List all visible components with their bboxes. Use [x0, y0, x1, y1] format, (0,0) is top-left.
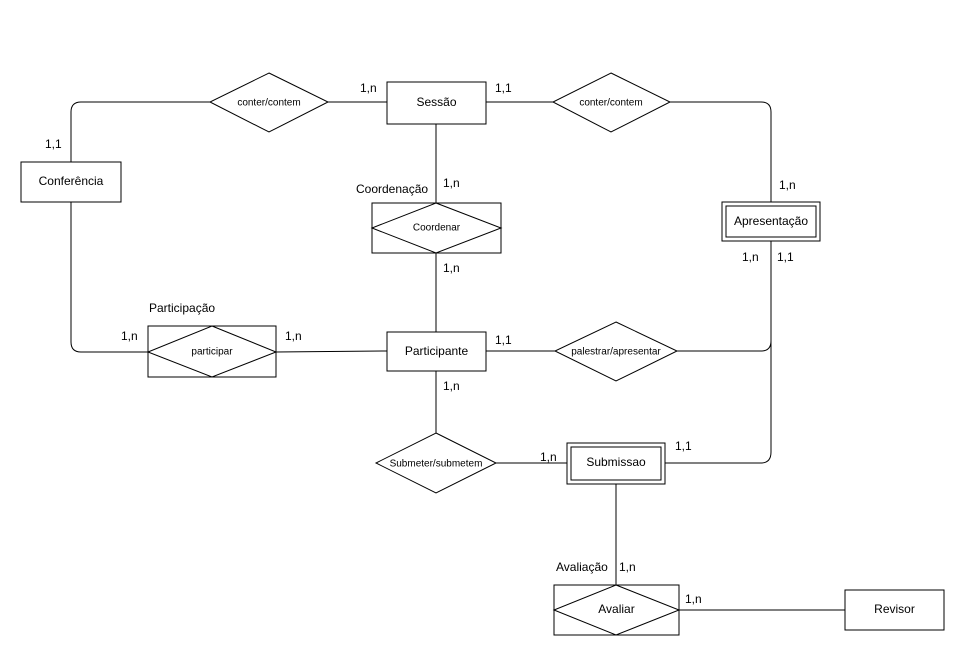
relationship-submeter-label: Submeter/submetem: [390, 459, 483, 470]
line-conferencia-participacao: [70, 202, 148, 353]
line-apresentacao-submissao: [665, 341, 772, 464]
entity-participante[interactable]: Participante: [386, 331, 487, 372]
relationship-coordenar-label: Coordenar: [413, 223, 461, 234]
cardinality-labels: 1,n 1,1 1,1 1,n 1,n 1,n 1,n 1,1 1,n 1,n …: [45, 81, 796, 606]
entity-apresentacao[interactable]: Apresentação: [721, 201, 821, 242]
line-conferencia-conter: [70, 101, 210, 162]
entity-submissao[interactable]: Submissao: [566, 442, 666, 485]
entity-sessao[interactable]: Sessão: [386, 81, 487, 125]
associative-coordenacao-title: Coordenação: [356, 182, 428, 196]
cardinality-sessao-left: 1,n: [360, 81, 377, 95]
relationship-avaliar-label: Avaliar: [598, 602, 634, 616]
cardinality-avaliacao-right: 1,n: [685, 592, 702, 606]
cardinality-apresentacao-top: 1,n: [779, 178, 796, 192]
entity-participante-label: Participante: [405, 344, 469, 358]
cardinality-avaliacao-top: 1,n: [619, 560, 636, 574]
line-participacao-participante: [275, 350, 388, 353]
entity-conferencia[interactable]: Conferência: [20, 161, 122, 203]
cardinality-participante-right: 1,1: [495, 333, 512, 347]
associative-avaliacao-title: Avaliação: [556, 560, 608, 574]
cardinality-participacao-left: 1,n: [121, 329, 138, 343]
entity-conferencia-label: Conferência: [39, 174, 104, 188]
cardinality-sessao-right: 1,1: [495, 81, 512, 95]
entity-apresentacao-label: Apresentação: [734, 214, 808, 228]
cardinality-apresentacao-bottom-right: 1,1: [777, 250, 794, 264]
entity-submissao-label: Submissao: [586, 455, 646, 469]
cardinality-sessao-bottom: 1,n: [443, 176, 460, 190]
relationship-conter-sessao-apresentacao[interactable]: conter/contem: [551, 72, 672, 133]
relationship-conter2-label: conter/contem: [579, 98, 642, 109]
cardinality-coordenacao-bottom: 1,n: [443, 261, 460, 275]
cardinality-conferencia-top: 1,1: [45, 137, 62, 151]
relationship-conter-label: conter/contem: [237, 98, 300, 109]
cardinality-submissao-right: 1,1: [675, 439, 692, 453]
associative-participacao[interactable]: participar: [146, 325, 278, 378]
relationship-conter-conferencia-sessao[interactable]: conter/contem: [208, 72, 330, 133]
cardinality-apresentacao-bottom-left: 1,n: [742, 250, 759, 264]
associative-participacao-title: Participação: [149, 301, 215, 315]
line-conter2-apresentacao: [670, 101, 772, 202]
entity-sessao-label: Sessão: [416, 95, 456, 109]
entity-revisor-label: Revisor: [874, 602, 915, 616]
associative-avaliacao[interactable]: Avaliar: [552, 584, 681, 636]
cardinality-participante-bottom: 1,n: [443, 379, 460, 393]
relationship-participar-label: participar: [191, 347, 233, 358]
connector-lines: [70, 101, 845, 611]
relationship-palestrar[interactable]: palestrar/apresentar: [553, 321, 679, 382]
cardinality-submissao-left: 1,n: [540, 450, 557, 464]
relationship-submeter[interactable]: Submeter/submetem: [374, 432, 498, 494]
entity-revisor[interactable]: Revisor: [844, 589, 945, 631]
relationship-palestrar-label: palestrar/apresentar: [571, 347, 661, 358]
associative-coordenacao[interactable]: Coordenar: [370, 202, 503, 254]
cardinality-participacao-right: 1,n: [285, 329, 302, 343]
